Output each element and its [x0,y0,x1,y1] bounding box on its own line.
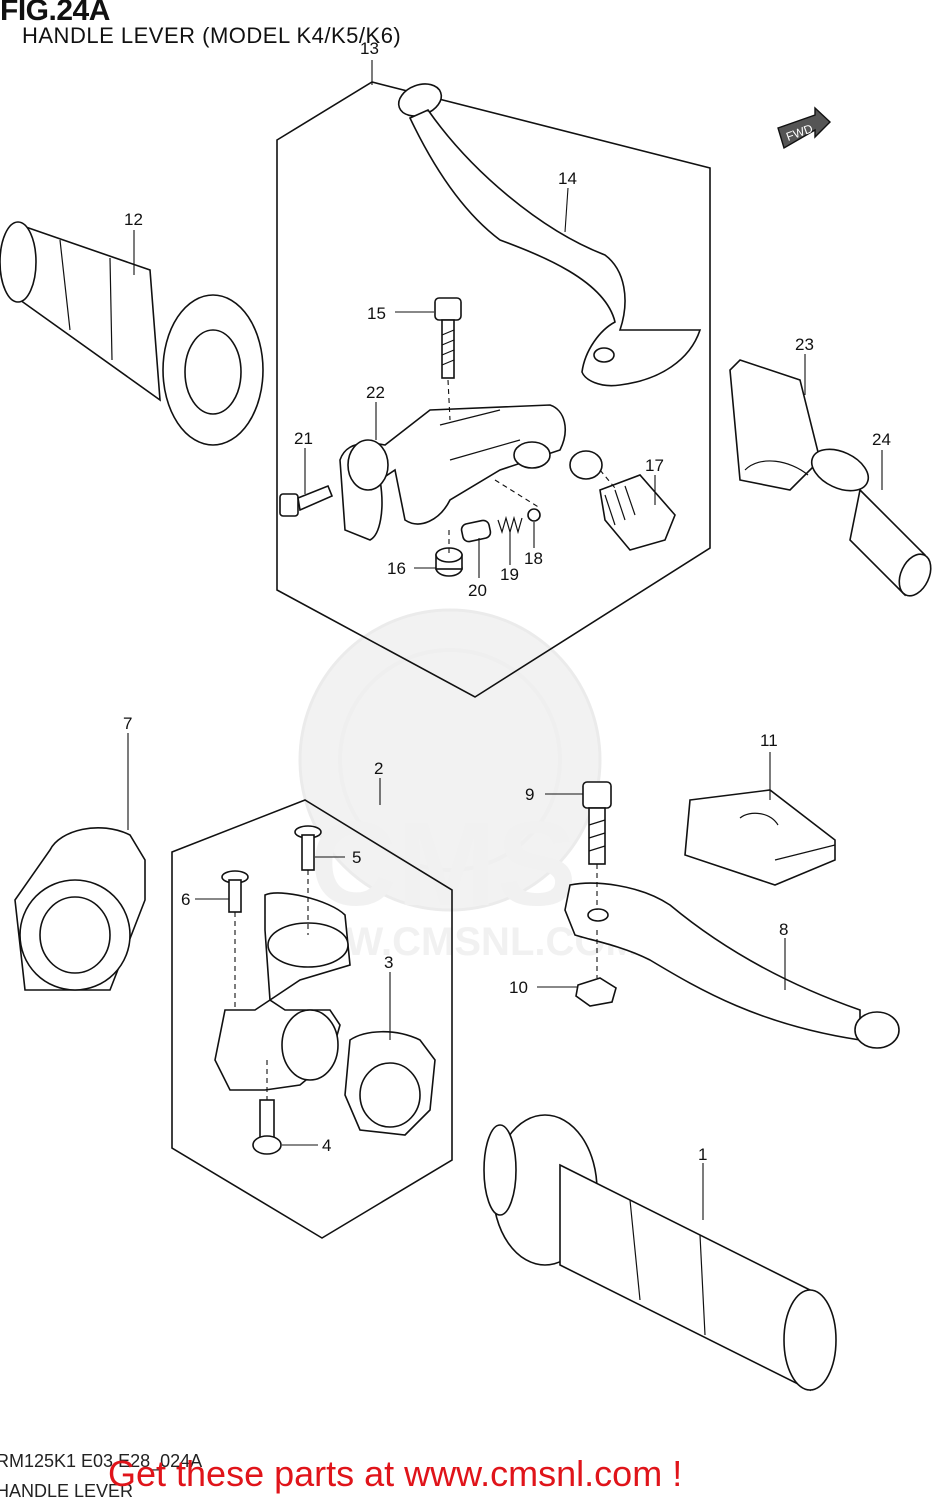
callout-17: 17 [645,456,664,475]
part-11-cover [684,789,836,886]
callout-3: 3 [384,953,393,972]
callout-21: 21 [294,429,313,448]
callout-14: 14 [558,169,577,188]
cms-watermark: CMS WWW.CMSNL.COM [270,608,639,964]
assembly-box-13 [276,81,711,698]
part-20-sleeve [460,519,492,543]
callout-16: 16 [387,559,406,578]
assembly-line-17 [599,469,616,489]
callout-12: 12 [124,210,143,229]
callout-6: 6 [181,890,190,909]
callout-7: 7 [123,714,132,733]
diagram-name: HANDLE LEVER [0,1481,134,1500]
part-7-housing [14,827,146,991]
part-6-screw [221,870,249,913]
part-12-grip-left [0,221,264,446]
leader-lines [127,60,883,1220]
callout-4: 4 [322,1136,331,1155]
callout-23: 23 [795,335,814,354]
part-23-boot [729,359,821,491]
watermark-brand: CMS [310,797,577,931]
callout-20: 20 [468,581,487,600]
callout-18: 18 [524,549,543,568]
part-8-lever [564,882,900,1049]
figure-title: FIG.24A [0,0,110,27]
part-10-nut [575,977,617,1007]
part-5-screw [294,825,322,871]
callout-10: 10 [509,978,528,997]
assembly-box-2 [171,799,453,1239]
fwd-direction-icon: FWD [777,106,832,150]
callout-labels: 13 14 12 15 22 21 17 23 24 16 20 19 18 7… [123,39,891,1164]
callout-9: 9 [525,785,534,804]
diagram-code: RM125K1 E03 E28_024A [0,1451,203,1471]
callout-5: 5 [352,848,361,867]
callout-13: 13 [360,39,379,58]
callout-11: 11 [760,731,778,750]
callout-1: 1 [698,1145,707,1164]
part-24-cable-adjuster [810,448,932,597]
part-17-adjuster [599,474,676,551]
part-22-lever-holder [339,404,603,541]
promo-link[interactable]: Get these parts at www.cmsnl.com ! [108,1453,683,1494]
part-14-lever [397,83,702,387]
part-21-bolt [279,484,334,517]
callout-19: 19 [500,565,519,584]
part-2-holder [214,892,351,1091]
part-19-spring [497,515,523,535]
callout-8: 8 [779,920,788,939]
assembly-line-15 [447,379,451,421]
part-4-bolt [252,1099,282,1155]
part-18-ball [527,508,541,522]
assembly-line-18 [494,479,541,509]
callout-22: 22 [366,383,385,402]
callout-2: 2 [374,759,383,778]
callout-15: 15 [367,304,386,323]
callout-24: 24 [872,430,891,449]
part-15-bolt [434,297,462,379]
part-1-grip-right [483,1114,837,1392]
part-3-clamp [344,1030,436,1136]
figure-subtitle: HANDLE LEVER (MODEL K4/K5/K6) [22,23,402,48]
